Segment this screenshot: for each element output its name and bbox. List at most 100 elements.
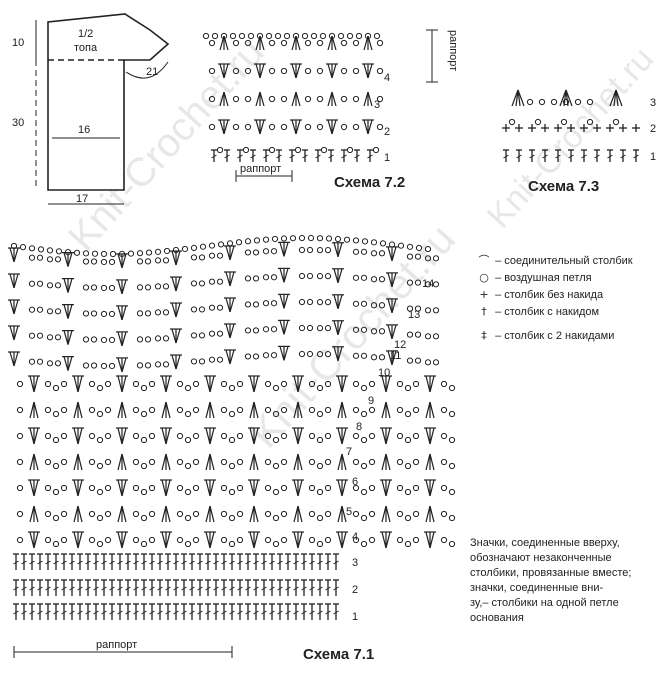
chain-stitch-icon (316, 299, 324, 306)
chain-stitch-icon (46, 360, 54, 367)
chain-stitch-icon (127, 250, 135, 257)
chain-stitch-icon (90, 362, 98, 369)
chain-stitch-icon (370, 354, 378, 361)
fan-stitch-icon (63, 252, 69, 267)
cluster-stitch-icon (337, 505, 343, 523)
fan-stitch-icon (73, 427, 79, 445)
chain-stitch-icon (88, 458, 96, 466)
cluster-stitch-icon (161, 401, 167, 419)
chain-stitch-icon (396, 484, 404, 492)
double-crochet-slash (263, 154, 269, 159)
chain-stitch-icon (136, 250, 144, 257)
chain-stitch-icon (244, 238, 252, 245)
fan-stitch-icon (9, 325, 15, 341)
cluster-stitch-icon (249, 505, 255, 523)
fan-stitch-icon (117, 479, 123, 497)
fan-stitch-icon (253, 479, 259, 497)
chain-stitch-icon (324, 406, 332, 414)
fan-stitch-icon (249, 427, 255, 445)
chain-stitch-icon (253, 237, 261, 244)
chain-stitch-icon (16, 510, 24, 518)
double-crochet-slash (250, 154, 256, 159)
fan-stitch-icon (331, 119, 337, 135)
chain-stitch-icon (100, 284, 108, 292)
chain-stitch-icon (412, 380, 420, 388)
chain-stitch-icon (360, 274, 368, 281)
fan-stitch-icon (341, 375, 347, 393)
cluster-stitch-icon (255, 91, 261, 107)
fan-stitch-icon (209, 427, 215, 445)
chain-stitch-icon (404, 436, 412, 444)
scheme-7-1-title: Схема 7.1 (303, 646, 374, 663)
fan-stitch-icon (391, 324, 397, 340)
chain-stitch-icon (19, 244, 27, 251)
chain-stitch-icon (372, 146, 380, 154)
chain-stitch-icon (88, 484, 96, 492)
chain-stitch-icon (136, 362, 144, 369)
chain-stitch-icon (162, 361, 170, 368)
chain-stitch-icon (376, 67, 384, 75)
fan-stitch-icon (387, 350, 393, 366)
chain-stitch-icon (368, 510, 376, 518)
legend-text: – столбик с 2 накидами (495, 330, 615, 342)
double-crochet-slash (125, 560, 131, 565)
double-crochet-slash (37, 560, 43, 565)
double-crochet-slash (109, 610, 115, 615)
cluster-stitch-icon (161, 453, 167, 471)
chain-stitch-icon (244, 327, 252, 334)
double-crochet-slash (317, 586, 323, 591)
fan-stitch-icon (33, 427, 39, 445)
s73-row-3: 3 (650, 97, 656, 109)
double-crochet-slash (181, 560, 187, 565)
chain-stitch-icon (412, 484, 420, 492)
chain-stitch-icon (132, 406, 140, 414)
double-crochet-slash (277, 610, 283, 615)
double-crochet-slash (245, 586, 251, 591)
chain-stitch-icon (404, 384, 412, 392)
chain-stitch-icon (298, 324, 306, 332)
chain-stitch-icon (340, 39, 348, 47)
chain-stitch-icon (192, 458, 200, 466)
double-crochet-slash (213, 610, 219, 615)
double-crochet-slash (293, 586, 299, 591)
double-crochet-slash (85, 560, 91, 565)
scheme-7-2-raport-label: раппорт (240, 163, 281, 175)
chain-stitch-icon (44, 484, 52, 492)
chain-stitch-icon (448, 540, 456, 548)
legend-text: – соединительный столбик (495, 255, 633, 267)
chain-stitch-icon (244, 301, 252, 308)
chain-stitch-icon (368, 484, 376, 492)
chain-stitch-icon (44, 536, 52, 544)
double-crochet-slash (245, 610, 251, 615)
fan-stitch-icon (293, 427, 299, 445)
chain-stitch-icon (211, 32, 219, 40)
chain-stitch-icon (307, 234, 315, 242)
chain-stitch-icon (140, 410, 148, 418)
chain-stitch-icon (264, 458, 272, 466)
chain-stitch-icon (132, 510, 140, 518)
double-crochet-slash (181, 586, 187, 591)
chain-stitch-icon (220, 510, 228, 518)
fan-stitch-icon (13, 273, 19, 289)
double-crochet-slash (594, 154, 600, 159)
dim-21: 21 (146, 66, 158, 78)
chain-stitch-icon (346, 32, 354, 40)
fan-stitch-icon (29, 531, 35, 549)
scheme-7-1-symbols (8, 234, 456, 620)
double-crochet-slash (237, 154, 243, 159)
chain-stitch-icon (448, 462, 456, 470)
chain-stitch-icon (46, 334, 54, 341)
double-crochet-slash (237, 610, 243, 615)
double-crochet-slash (61, 560, 67, 565)
fan-stitch-icon (337, 294, 343, 309)
chain-stitch-icon (268, 67, 276, 75)
fan-stitch-icon (391, 350, 397, 366)
cluster-stitch-icon (219, 91, 225, 107)
chain-stitch-icon (388, 241, 396, 248)
double-crochet-slash (165, 586, 171, 591)
chain-stitch-icon (448, 488, 456, 496)
cluster-stitch-icon (117, 505, 123, 523)
chain-stitch-icon (144, 310, 152, 317)
chain-stitch-icon (264, 484, 272, 492)
chain-stitch-icon (325, 235, 333, 242)
